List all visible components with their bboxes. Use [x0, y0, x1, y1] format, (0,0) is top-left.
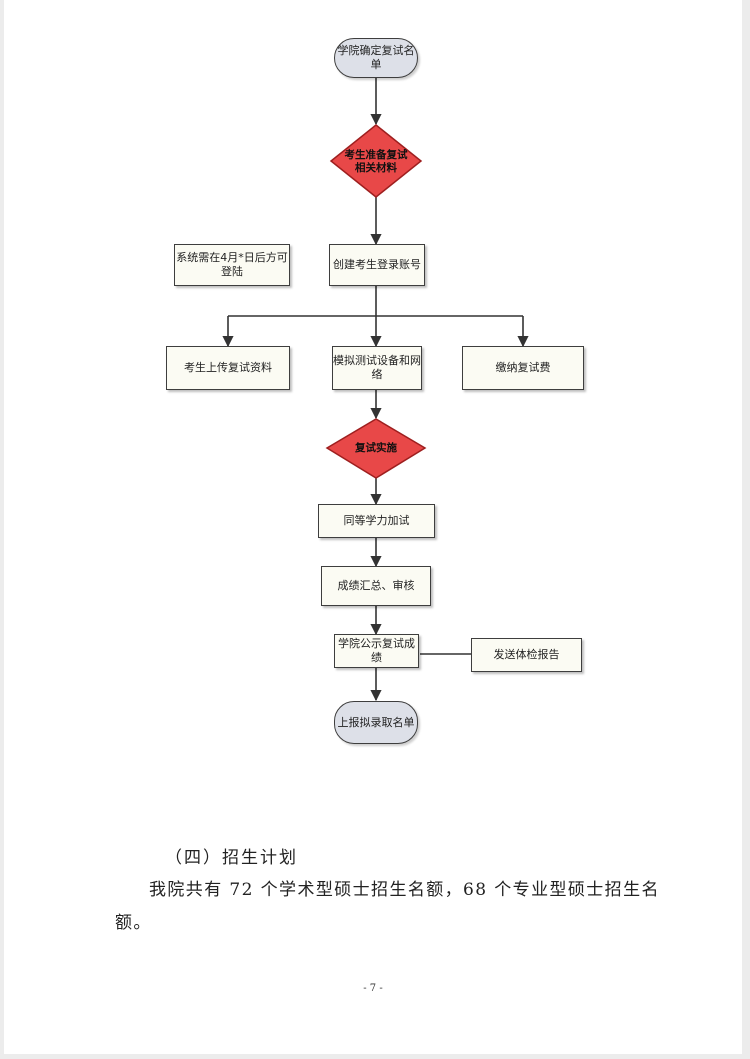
decision-implement — [325, 418, 427, 479]
node-confirm-list: 学院确定复试名单 — [334, 38, 418, 78]
decision-prepare-materials — [329, 124, 423, 198]
node-implement-label: 复试实施 — [344, 440, 408, 456]
enrollment-plan-section: （四）招生计划 我院共有 72 个学术型硕士招生名额，68 个专业型硕士招生名额… — [115, 843, 675, 940]
node-upload-materials: 考生上传复试资料 — [166, 346, 290, 390]
node-confirm-list-label: 学院确定复试名单 — [337, 44, 415, 71]
section-paragraph: 我院共有 72 个学术型硕士招生名额，68 个专业型硕士招生名额。 — [115, 880, 660, 933]
node-implement-text: 复试实施 — [355, 441, 397, 454]
node-pay-fee-label: 缴纳复试费 — [495, 361, 551, 374]
node-equivalent-test: 同等学力加试 — [318, 504, 435, 538]
node-submit-list-label: 上报拟录取名单 — [337, 715, 415, 729]
node-equivalent-test-label: 同等学力加试 — [343, 514, 410, 527]
node-pay-fee: 缴纳复试费 — [462, 346, 584, 390]
node-login-note-label: 系统需在4月*日后方可登陆 — [176, 251, 288, 278]
node-submit-list: 上报拟录取名单 — [334, 701, 418, 744]
node-prepare-materials-text: 考生准备复试相关材料 — [344, 149, 408, 174]
node-send-report-label: 发送体检报告 — [493, 648, 560, 661]
section-heading: （四）招生计划 — [165, 848, 298, 868]
node-score-review-label: 成绩汇总、审核 — [337, 579, 415, 592]
flowchart-connectors — [222, 77, 529, 702]
node-create-account: 创建考生登录账号 — [329, 244, 425, 286]
node-send-report: 发送体检报告 — [471, 638, 582, 672]
node-create-account-label: 创建考生登录账号 — [333, 258, 421, 271]
node-publish-scores-label: 学院公示复试成绩 — [338, 637, 415, 664]
document-page: 学院确定复试名单 考生准备复试相关材料 系统需在4月*日后方可登陆 创建考生登录… — [4, 0, 742, 1054]
node-simulate-test-label: 模拟测试设备和网络 — [333, 354, 421, 381]
node-upload-materials-label: 考生上传复试资料 — [184, 361, 272, 374]
node-score-review: 成绩汇总、审核 — [321, 566, 431, 606]
page-number: - 7 - — [363, 983, 383, 994]
node-publish-scores: 学院公示复试成绩 — [334, 634, 419, 668]
node-simulate-test: 模拟测试设备和网络 — [332, 346, 422, 390]
node-prepare-materials-label: 考生准备复试相关材料 — [342, 148, 410, 176]
node-login-note: 系统需在4月*日后方可登陆 — [174, 244, 290, 286]
